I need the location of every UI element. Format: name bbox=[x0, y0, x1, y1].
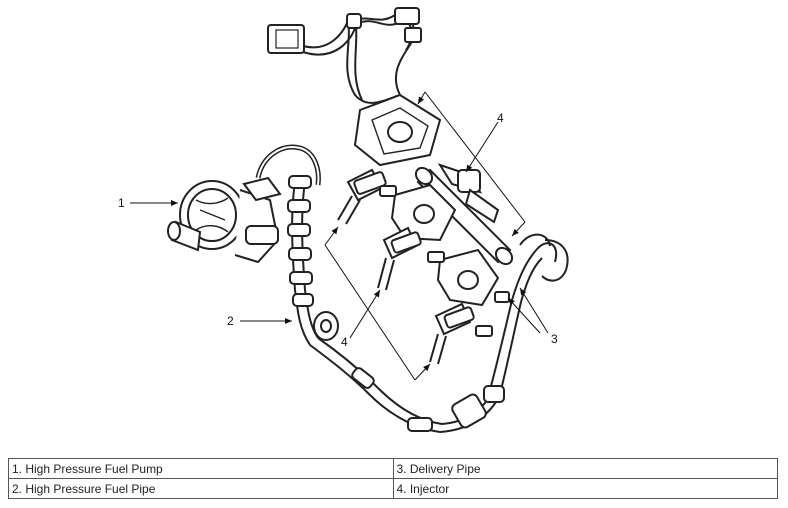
legend-item-fuel-pump: 1. High Pressure Fuel Pump bbox=[8, 458, 394, 479]
callout-4-top: 4 bbox=[497, 111, 504, 125]
fuel-system-diagram: 1 2 3 4 4 bbox=[118, 7, 569, 434]
legend-item-injector: 4. Injector bbox=[392, 478, 778, 499]
callout-1: 1 bbox=[118, 196, 125, 210]
callout-2: 2 bbox=[227, 314, 234, 328]
legend-item-delivery-pipe: 3. Delivery Pipe bbox=[392, 458, 778, 479]
leader-lines bbox=[130, 91, 549, 381]
callout-3: 3 bbox=[551, 332, 558, 346]
callout-4-bottom: 4 bbox=[341, 335, 348, 349]
high-pressure-fuel-pump bbox=[167, 144, 321, 264]
legend-row: 1. High Pressure Fuel Pump 3. Delivery P… bbox=[8, 458, 778, 479]
injector-assemblies bbox=[337, 93, 510, 365]
parts-legend-table: 1. High Pressure Fuel Pump 3. Delivery P… bbox=[8, 458, 778, 499]
delivery-pipe bbox=[414, 163, 514, 266]
high-pressure-fuel-pipe bbox=[287, 174, 569, 434]
legend-row: 2. High Pressure Fuel Pipe 4. Injector bbox=[8, 478, 778, 499]
wiring-harness bbox=[267, 7, 422, 104]
legend-item-fuel-pipe: 2. High Pressure Fuel Pipe bbox=[8, 478, 394, 499]
